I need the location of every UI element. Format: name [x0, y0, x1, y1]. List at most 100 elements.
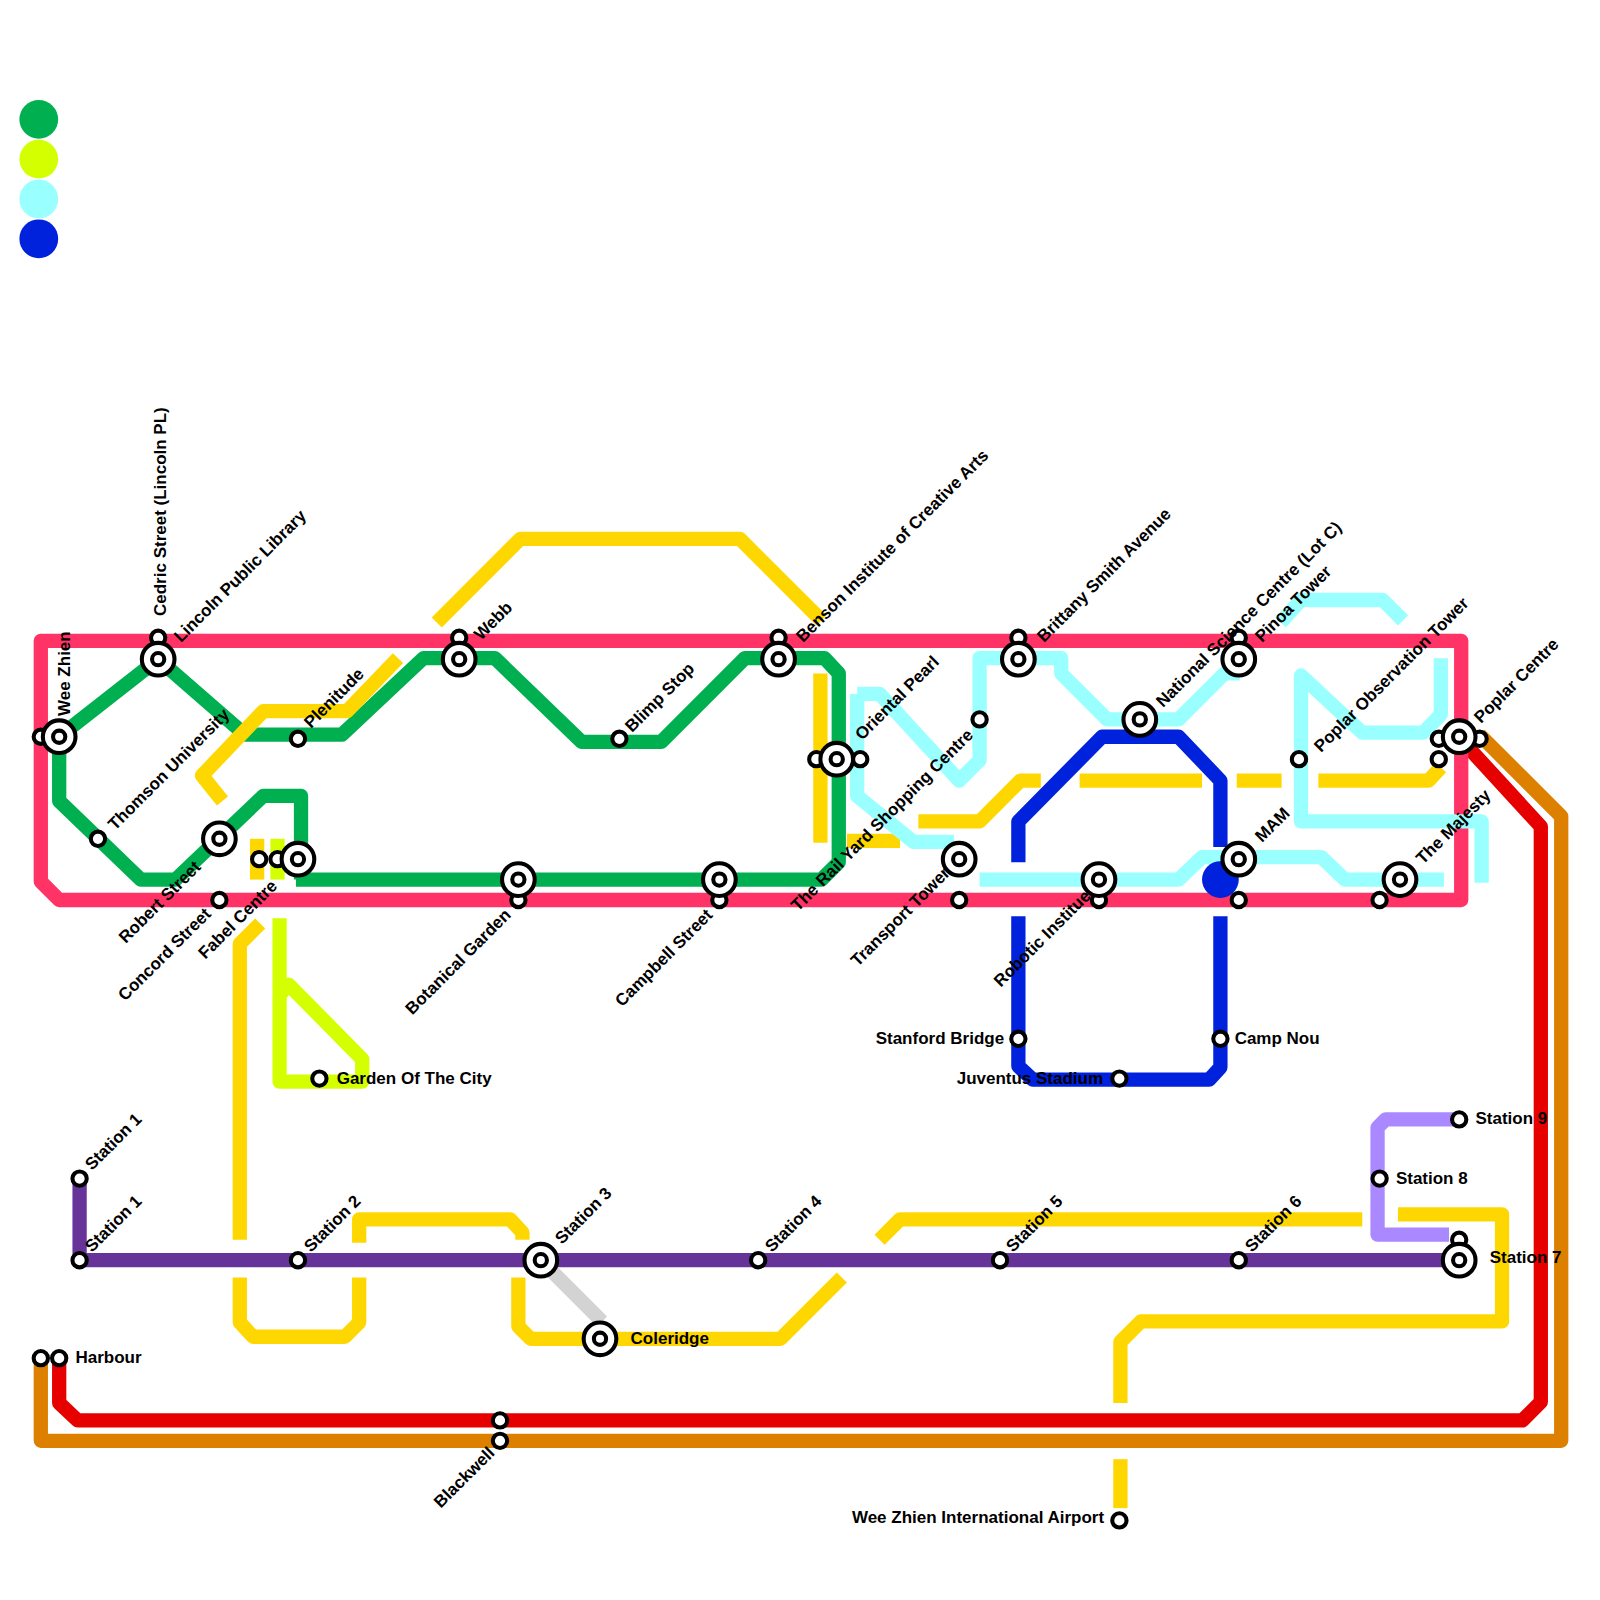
interchange-marker [1222, 843, 1255, 876]
station-label: Station 9 [1473, 1109, 1549, 1129]
metro-line [59, 658, 839, 879]
metro-line [880, 1219, 1363, 1239]
interchange-marker [152, 653, 164, 665]
station-label: Lincoln Public Library [168, 505, 311, 648]
station-marker [1372, 1171, 1386, 1185]
station-marker [52, 1351, 66, 1365]
station-label: Brittany Smith Avenue [1032, 503, 1177, 648]
station-marker [493, 1413, 507, 1427]
station-label: Blimp Stop [619, 657, 699, 737]
interchange-marker [584, 1322, 617, 1355]
interchange-marker [502, 863, 535, 896]
station-marker [1432, 752, 1446, 766]
station-marker [291, 1253, 305, 1267]
interchange-marker [1093, 873, 1105, 885]
station-label: Wee Zhien International Airport [850, 1508, 1106, 1528]
station-marker [312, 1071, 326, 1085]
metro-line [240, 923, 260, 1239]
interchange-marker [1453, 731, 1465, 743]
station-label: Poplar Centre [1468, 634, 1564, 730]
station-marker [993, 1253, 1007, 1267]
station-label: Botanical Garden [401, 904, 518, 1021]
interchange-marker [953, 853, 965, 865]
interchange-marker [142, 643, 175, 676]
station-marker [72, 1171, 86, 1185]
station-marker [1011, 1032, 1025, 1046]
metro-line [59, 740, 1541, 1421]
station-label: Transport Tower [846, 862, 956, 972]
station-marker [1112, 1513, 1126, 1527]
interchange-marker [1002, 643, 1035, 676]
metro-line [1080, 773, 1202, 787]
station-label: MAM [1250, 802, 1296, 848]
station-marker [34, 1351, 48, 1365]
station-marker [212, 893, 226, 907]
station-label: Station 8 [1394, 1169, 1470, 1189]
station-label: Station 7 [1488, 1248, 1564, 1268]
interchange-marker [53, 731, 65, 743]
station-label: Cedric Street (Lincoln PL) [151, 406, 171, 619]
station-label: Blackwell [429, 1442, 501, 1514]
station-marker [1213, 1032, 1227, 1046]
metro-line [41, 735, 1561, 1441]
legend-dot [19, 100, 58, 139]
station-marker [972, 712, 986, 726]
interchange-marker [1123, 703, 1156, 736]
station-label: Station 1 [80, 1109, 148, 1177]
interchange-marker [831, 753, 843, 765]
interchange-marker [453, 653, 465, 665]
station-marker [612, 732, 626, 746]
interchange-marker [1384, 863, 1417, 896]
metro-line [1301, 658, 1482, 882]
interchange-marker [1134, 713, 1146, 725]
interchange-marker [594, 1333, 606, 1345]
metro-line [202, 658, 398, 801]
station-label: Station 1 [80, 1190, 148, 1258]
station-marker [1452, 1112, 1466, 1126]
legend-dot [19, 180, 58, 219]
metro-line [280, 918, 363, 1081]
interchange-marker [43, 720, 76, 753]
metro-line [80, 1179, 1460, 1261]
station-label: Stanford Bridge [874, 1029, 1006, 1049]
station-marker [91, 832, 105, 846]
interchange-marker [213, 833, 225, 845]
station-label: Station 3 [550, 1182, 618, 1250]
station-marker [1292, 752, 1306, 766]
metro-line [41, 641, 1461, 900]
station-label: Wee Zhien [55, 630, 75, 719]
metro-line [1120, 1214, 1502, 1403]
legend-dot [19, 140, 58, 179]
interchange-marker [535, 1254, 547, 1266]
station-marker [493, 1434, 507, 1448]
interchange-marker [1443, 1244, 1476, 1277]
station-marker [751, 1253, 765, 1267]
station-marker [952, 893, 966, 907]
interchange-marker [703, 863, 736, 896]
metro-line [240, 1278, 359, 1337]
interchange-marker [1233, 653, 1245, 665]
interchange-marker [282, 843, 315, 876]
metro-line [359, 1219, 522, 1242]
interchange-marker [443, 643, 476, 676]
station-label: Station 4 [760, 1190, 828, 1258]
interchange-marker [1012, 653, 1024, 665]
interchange-marker [772, 653, 784, 665]
station-label: Benson Institute of Creative Arts [791, 444, 995, 648]
station-marker [252, 852, 266, 866]
station-marker [1232, 893, 1246, 907]
metro-line [1113, 1459, 1127, 1508]
interchange-marker [524, 1244, 557, 1277]
station-label: Campbell Street [610, 904, 718, 1012]
station-marker [853, 752, 867, 766]
station-label: Coleridge [629, 1329, 711, 1349]
interchange-marker [203, 822, 236, 855]
interchange-marker [1443, 720, 1476, 753]
station-label: Juventus Stadium [955, 1069, 1105, 1089]
station-marker [291, 732, 305, 746]
interchange-marker [820, 743, 853, 776]
station-marker [1372, 893, 1386, 907]
legend-dot [19, 219, 58, 258]
